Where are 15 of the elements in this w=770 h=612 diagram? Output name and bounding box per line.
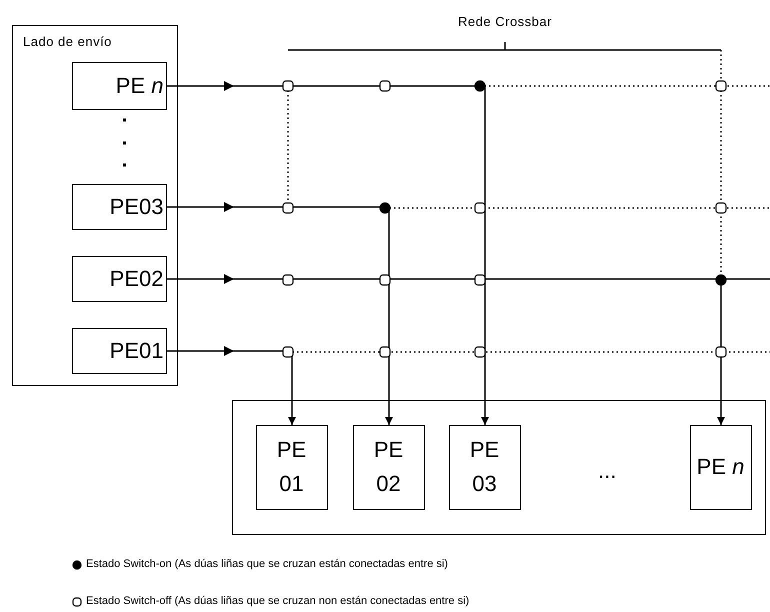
- processor-box: PE 02: [352, 424, 424, 510]
- processor-box: PE 03: [448, 424, 520, 510]
- processor-box: PE02: [72, 256, 166, 302]
- processor-box: PE03: [72, 184, 166, 230]
- panel-box: [232, 400, 766, 535]
- panel-box: [12, 25, 178, 386]
- processor-box: PE 01: [256, 424, 328, 510]
- legend-text: Estado Switch-on (As dúas liñas que se cruzan están conectadas entre si): [86, 558, 448, 570]
- section-label: Rede Crossbar: [458, 14, 552, 29]
- processor-box: PE n: [690, 424, 752, 510]
- legend-text: Estado Switch-off (As dúas liñas que se cruzan non están conectadas entre si): [86, 595, 470, 607]
- processor-box: PE01: [72, 328, 166, 374]
- group-title: Lado de envío: [23, 34, 112, 49]
- processor-box: PE n: [72, 62, 166, 110]
- ellipsis-text: ...: [598, 458, 616, 484]
